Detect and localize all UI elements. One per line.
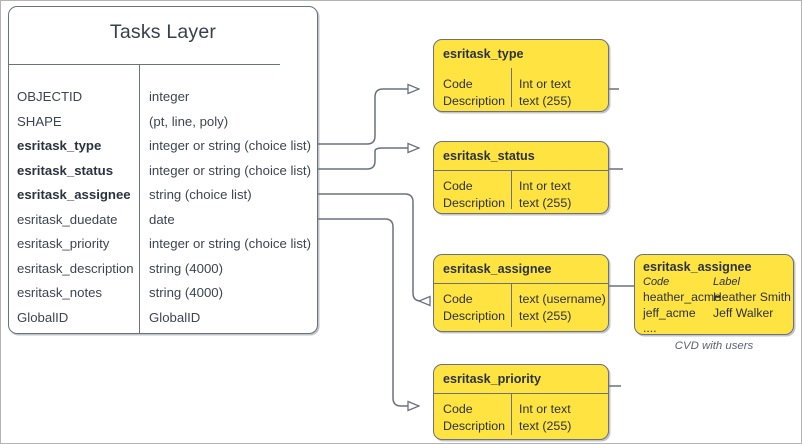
field-type: string (4000) xyxy=(149,285,224,300)
field-name: esritask_description xyxy=(17,260,134,276)
cvd-cell-code: heather_acme xyxy=(643,290,721,304)
field-row: esritask_description string (4000) xyxy=(9,261,317,286)
field-name: esritask_duedate xyxy=(17,211,118,227)
field-name: esritask_notes xyxy=(17,285,103,300)
cvd-cell-label: Heather Smith xyxy=(713,290,791,304)
page-title: Tasks Layer xyxy=(109,21,217,43)
field-row: SHAPE (pt, line, poly) xyxy=(9,114,317,139)
domain-box-divider xyxy=(511,170,512,209)
field-row: esritask_status integer or string (choice… xyxy=(9,163,317,188)
field-row: esritask_duedate date xyxy=(9,212,317,237)
connector-status xyxy=(318,148,419,170)
domain-box-header-rule xyxy=(434,283,608,284)
domain-box-labels: Code Description xyxy=(443,77,505,108)
cvd-cell-code: jeff_acme xyxy=(643,305,696,320)
field-type: date xyxy=(149,211,175,227)
domain-box-header-rule xyxy=(434,170,608,171)
domain-box-specs: Int or text text (255) xyxy=(519,402,572,433)
field-row: esritask_priority integer or string (choi… xyxy=(9,236,317,261)
field-type: integer or string (choice list) xyxy=(149,162,311,178)
connector-assignee xyxy=(318,193,421,301)
field-name: OBJECTID xyxy=(17,89,83,104)
domain-box-labels: Code Description xyxy=(443,402,505,433)
connector-priority xyxy=(318,218,419,406)
column-divider xyxy=(139,65,140,333)
domain-box-title: esritask_status xyxy=(443,149,535,163)
domain-box-specs: Int or text text (255) xyxy=(519,77,572,108)
title-divider xyxy=(8,64,280,65)
domain-box-esritask-status: esritask_status Code Description Int or … xyxy=(433,141,609,214)
field-row: esritask_assignee string (choice list) xyxy=(9,187,317,212)
cvd-cell-label: Jeff Walker xyxy=(713,305,774,320)
field-type: (pt, line, poly) xyxy=(149,113,229,129)
domain-box-header-rule xyxy=(434,393,608,394)
field-name: GlobalID xyxy=(17,309,69,325)
domain-box-title: esritask_assignee xyxy=(443,262,552,276)
field-name: esritask_assignee xyxy=(17,187,131,202)
cvd-box-title: esritask_assignee xyxy=(643,260,752,274)
cvd-header-code: Code xyxy=(643,276,670,288)
cvd-cell-code: .... xyxy=(643,321,657,335)
domain-box-esritask-priority: esritask_priority Code Description Int o… xyxy=(433,364,609,440)
domain-box-labels: Code Description xyxy=(443,292,505,323)
field-type: integer or string (choice list) xyxy=(149,138,311,153)
field-type: integer or string (choice list) xyxy=(149,236,311,251)
cvd-header-label: Label xyxy=(713,276,740,288)
domain-box-title: esritask_priority xyxy=(443,372,542,386)
field-name: esritask_status xyxy=(17,162,114,178)
field-row: OBJECTID integer xyxy=(9,89,317,114)
field-name: SHAPE xyxy=(17,113,62,129)
field-type: string (choice list) xyxy=(149,187,252,202)
domain-box-title: esritask_type xyxy=(443,47,524,61)
domain-box-divider xyxy=(511,68,512,107)
domain-box-esritask-type: esritask_type Code Description Int or te… xyxy=(433,39,609,112)
domain-box-specs: text (username) text (255) xyxy=(519,292,606,323)
cvd-caption: CVD with users xyxy=(674,340,754,352)
domain-box-esritask-assignee: esritask_assignee Code Description text … xyxy=(433,254,609,332)
field-row: esritask_type integer or string (choice l… xyxy=(9,138,317,163)
field-type: string (4000) xyxy=(149,260,224,276)
domain-box-specs: Int or text text (255) xyxy=(519,179,572,210)
domain-box-divider xyxy=(511,393,512,435)
field-name: esritask_type xyxy=(17,138,102,153)
field-row: esritask_notes string (4000) xyxy=(9,285,317,310)
field-row: GlobalID GlobalID xyxy=(9,310,317,335)
connector-type xyxy=(318,89,419,145)
field-type: GlobalID xyxy=(149,309,201,325)
domain-box-labels: Code Description xyxy=(443,179,505,210)
cvd-box-esritask-assignee: esritask_assignee Code Label heather_acm… xyxy=(634,254,794,335)
field-type: integer xyxy=(149,89,190,104)
field-name: esritask_priority xyxy=(17,236,110,251)
domain-box-divider xyxy=(511,283,512,327)
